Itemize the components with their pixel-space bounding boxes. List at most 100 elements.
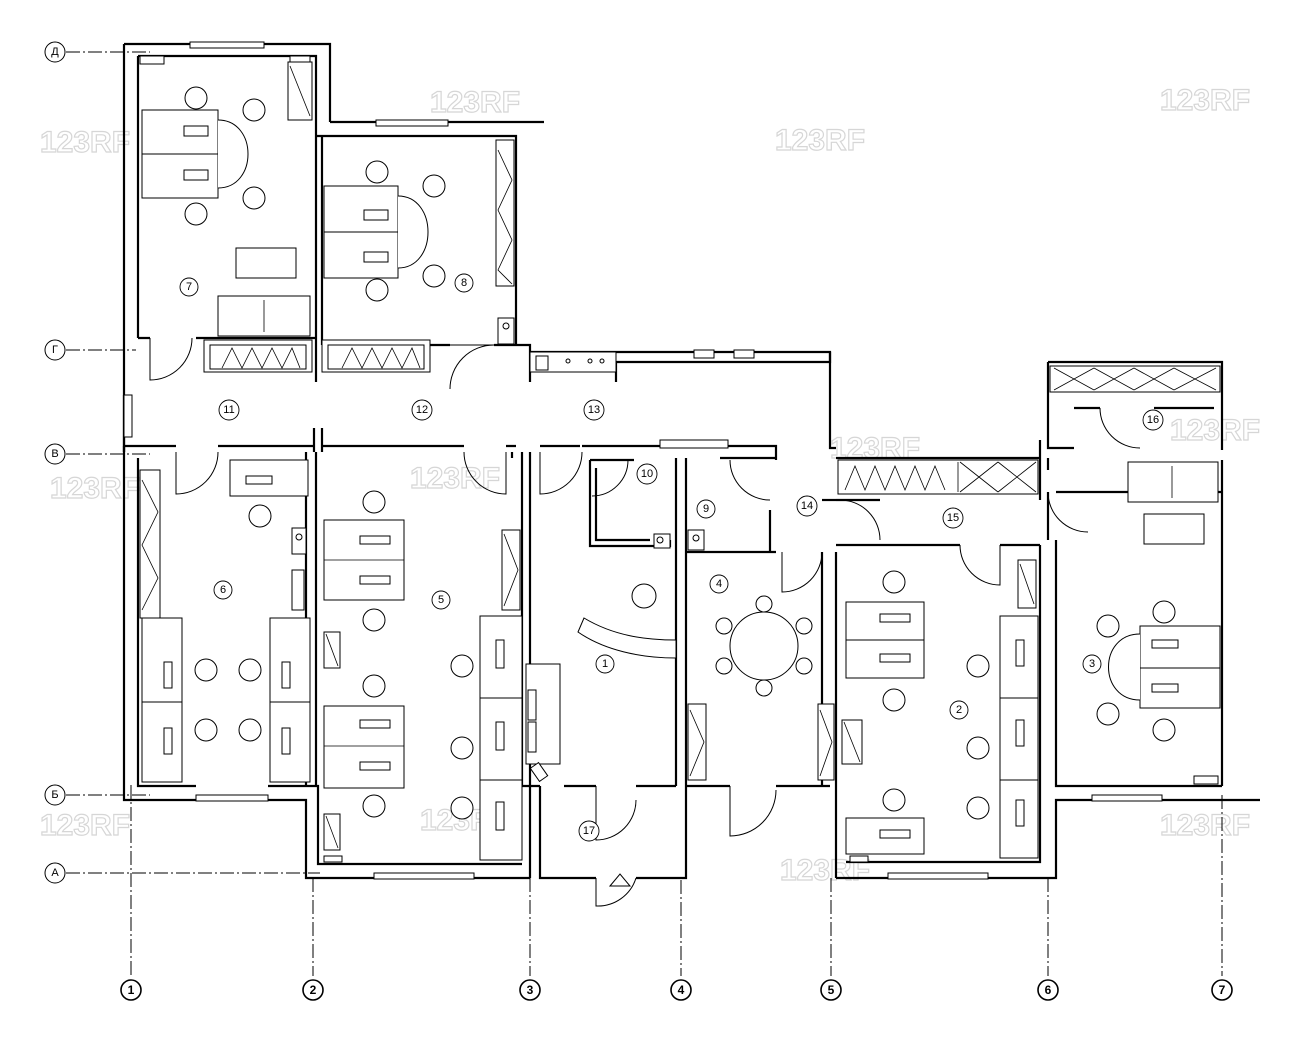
watermark: 123RF (40, 126, 130, 159)
room-label-12: 12 (411, 399, 433, 421)
axis-marker-row-g: Г (44, 339, 66, 361)
column-axis-markers: 1 2 3 4 5 6 7 (120, 979, 1233, 1001)
room-label-15: 15 (942, 507, 964, 529)
axis-marker-col-7: 7 (1211, 979, 1233, 1001)
window (1091, 794, 1163, 802)
watermark: 123RF (1170, 414, 1260, 447)
door (539, 451, 583, 495)
axis-label: 4 (678, 983, 685, 997)
axis-label: А (51, 867, 59, 879)
door (781, 551, 823, 593)
room-number: 5 (438, 594, 444, 606)
door (175, 451, 219, 495)
room-number: 13 (588, 404, 600, 416)
room-number: 17 (583, 825, 595, 837)
door (149, 337, 193, 381)
room-label-10: 10 (636, 463, 658, 485)
walls (122, 42, 1260, 880)
watermark: 123RF (40, 809, 130, 842)
room-label-6: 6 (213, 580, 233, 600)
door (449, 344, 495, 390)
axis-label: 1 (128, 983, 135, 997)
room-number: 12 (416, 404, 428, 416)
room-number: 4 (716, 578, 722, 590)
room-label-13: 13 (583, 399, 605, 421)
axis-lines (66, 51, 1223, 976)
room-label-5: 5 (431, 590, 451, 610)
watermark: 123RF (50, 472, 140, 505)
door (1047, 491, 1089, 533)
axis-marker-col-2: 2 (302, 979, 324, 1001)
door (463, 451, 507, 495)
room-number: 3 (1089, 658, 1095, 670)
axis-label: 7 (1219, 983, 1226, 997)
axis-marker-col-4: 4 (670, 979, 692, 1001)
window (373, 872, 475, 880)
axis-label: Г (52, 344, 58, 356)
axis-marker-col-1: 1 (120, 979, 142, 1001)
room-label-17: 17 (578, 820, 600, 842)
door (729, 459, 771, 501)
room-number: 7 (186, 281, 192, 293)
window (375, 119, 449, 127)
room-label-3: 3 (1082, 654, 1102, 674)
door (959, 544, 1001, 586)
room-label-8: 8 (454, 273, 474, 293)
axis-label: 5 (828, 983, 835, 997)
axis-marker-row-d: Д (44, 41, 66, 63)
furniture (141, 109, 1221, 861)
door (839, 499, 881, 541)
axis-marker-col-6: 6 (1037, 979, 1059, 1001)
room-label-9: 9 (696, 499, 716, 519)
axis-marker-row-b: Б (44, 784, 66, 806)
closets (139, 61, 1221, 851)
room-label-2: 2 (949, 700, 969, 720)
watermark: 123RF (1160, 809, 1250, 842)
room-number: 10 (641, 468, 653, 480)
chairs (184, 86, 1176, 820)
axis-marker-col-5: 5 (820, 979, 842, 1001)
door (1099, 407, 1141, 449)
door (595, 786, 637, 841)
room-number: 9 (703, 503, 709, 515)
window (123, 394, 133, 438)
watermark: 123RF (410, 462, 500, 495)
room-labels: 1 2 3 4 5 6 7 8 9 10 11 12 13 14 15 16 1… (179, 273, 1164, 842)
axis-label: 2 (310, 983, 317, 997)
room-label-11: 11 (218, 399, 240, 421)
watermark: 123RF (775, 124, 865, 157)
room-number: 6 (220, 584, 226, 596)
axis-label: 6 (1045, 983, 1052, 997)
axis-label: 3 (527, 983, 534, 997)
room-number: 14 (801, 500, 813, 512)
doors (149, 337, 1141, 907)
room-number: 15 (947, 512, 959, 524)
room-label-14: 14 (796, 495, 818, 517)
axis-label: Д (51, 46, 59, 58)
door (591, 459, 629, 497)
watermark: 123RF (430, 86, 520, 119)
room-number: 8 (461, 277, 467, 289)
watermark: 123RF (1160, 84, 1250, 117)
room-label-4: 4 (709, 574, 729, 594)
row-axis-markers: Д Г В Б А (44, 41, 66, 884)
axis-marker-col-3: 3 (519, 979, 541, 1001)
door (595, 877, 637, 907)
windows (123, 41, 1163, 880)
room-label-1: 1 (595, 654, 615, 674)
window (189, 41, 265, 49)
room-number: 2 (956, 704, 962, 716)
axis-label: В (51, 448, 58, 460)
entrance-arrow-icon (608, 873, 632, 887)
axis-label: Б (51, 789, 58, 801)
room-number: 1 (602, 658, 608, 670)
room-label-16: 16 (1142, 409, 1164, 431)
door (729, 786, 777, 837)
room-number: 16 (1147, 414, 1159, 426)
window (887, 872, 989, 880)
axis-marker-row-v: В (44, 443, 66, 465)
room-label-7: 7 (179, 277, 199, 297)
axis-marker-row-a: А (44, 862, 66, 884)
fixtures (139, 55, 1219, 863)
